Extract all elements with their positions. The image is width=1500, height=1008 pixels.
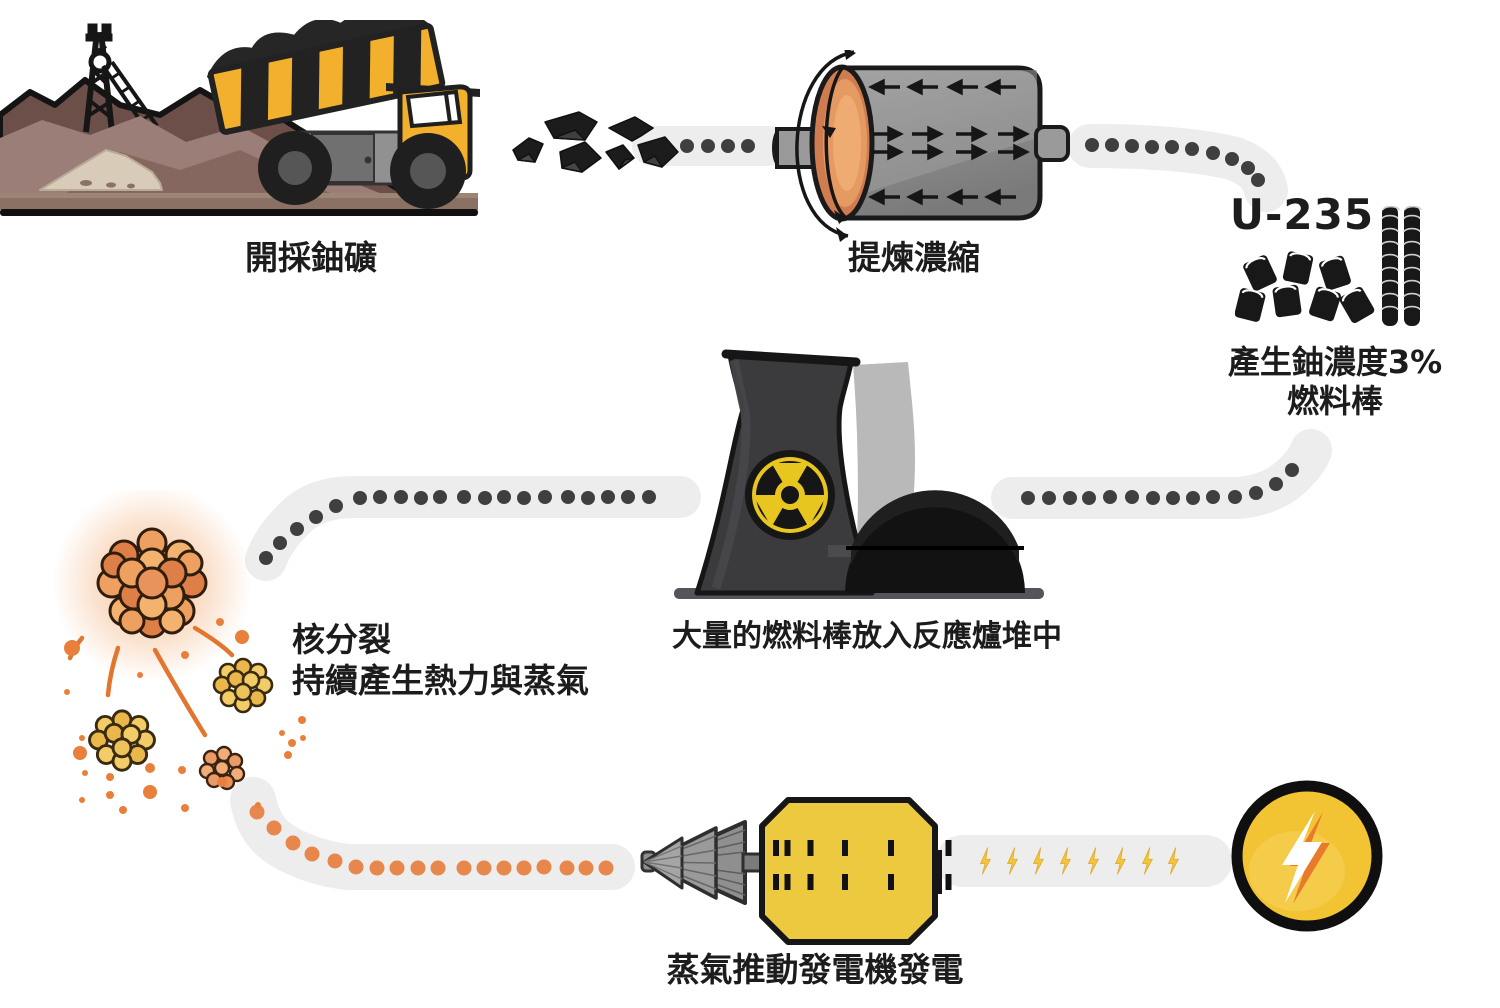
flow-path-electricity xyxy=(936,835,1232,887)
generator-vents xyxy=(773,840,952,890)
fission-icon xyxy=(52,490,306,814)
generator-label: 蒸氣推動發電機發電 xyxy=(666,950,964,989)
radiation-icon xyxy=(745,450,835,540)
ore-chunks-icon xyxy=(512,111,679,173)
fission-particles xyxy=(64,618,306,814)
mining-scene-icon xyxy=(0,20,480,216)
dump-truck-icon xyxy=(206,20,480,209)
enrichment-label: 提煉濃縮 xyxy=(848,238,980,277)
centrifuge-shaft-right xyxy=(1034,125,1070,162)
fuel-pellets-icon xyxy=(1235,249,1377,326)
electricity-icon xyxy=(1231,780,1383,932)
fragment-nucleus xyxy=(212,657,274,714)
generator-body xyxy=(759,797,938,945)
turbine-generator-icon xyxy=(640,797,952,945)
lightning-bolt-icon xyxy=(1282,811,1330,904)
mining-label: 開採鈾礦 xyxy=(245,238,377,277)
flow-path-centrifuge-to-fuel xyxy=(1068,124,1288,212)
ground-baseline xyxy=(0,209,478,216)
fission-label: 核分裂 持續產生熱力與蒸氣 xyxy=(292,620,622,702)
containment-dome xyxy=(845,490,1025,593)
fuel-rods-label-line2: 燃料棒 xyxy=(1286,382,1383,421)
flow-path-fuel-to-reactor xyxy=(991,429,1332,519)
uranium-nucleus xyxy=(96,527,208,639)
flow-path-reactor-to-fission xyxy=(245,476,701,581)
rotation-arrows xyxy=(795,50,856,242)
reactor-label: 大量的燃料棒放入反應爐堆中 xyxy=(672,619,1062,654)
fuel-rods-label: 產生鈾濃度3% 燃料棒 xyxy=(1203,343,1467,421)
fission-label-line2: 持續產生熱力與蒸氣 xyxy=(292,660,589,700)
reactor-icon xyxy=(674,349,1044,599)
truck-window xyxy=(405,89,463,129)
turbine-cones xyxy=(642,820,747,905)
mine-derrick-icon xyxy=(83,23,159,134)
centrifuge-icon xyxy=(772,50,1070,242)
flow-path-steam-to-turbine xyxy=(230,777,635,890)
fission-label-line1: 核分裂 xyxy=(292,620,391,659)
u235-isotope-label: U-235 xyxy=(1229,190,1375,239)
centrifuge-cap xyxy=(809,64,875,222)
fragment-nucleus xyxy=(88,709,156,772)
scree-pile xyxy=(39,149,163,191)
fuel-rods-label-line1: 產生鈾濃度3% xyxy=(1227,343,1443,381)
truck-wheels xyxy=(258,131,466,209)
